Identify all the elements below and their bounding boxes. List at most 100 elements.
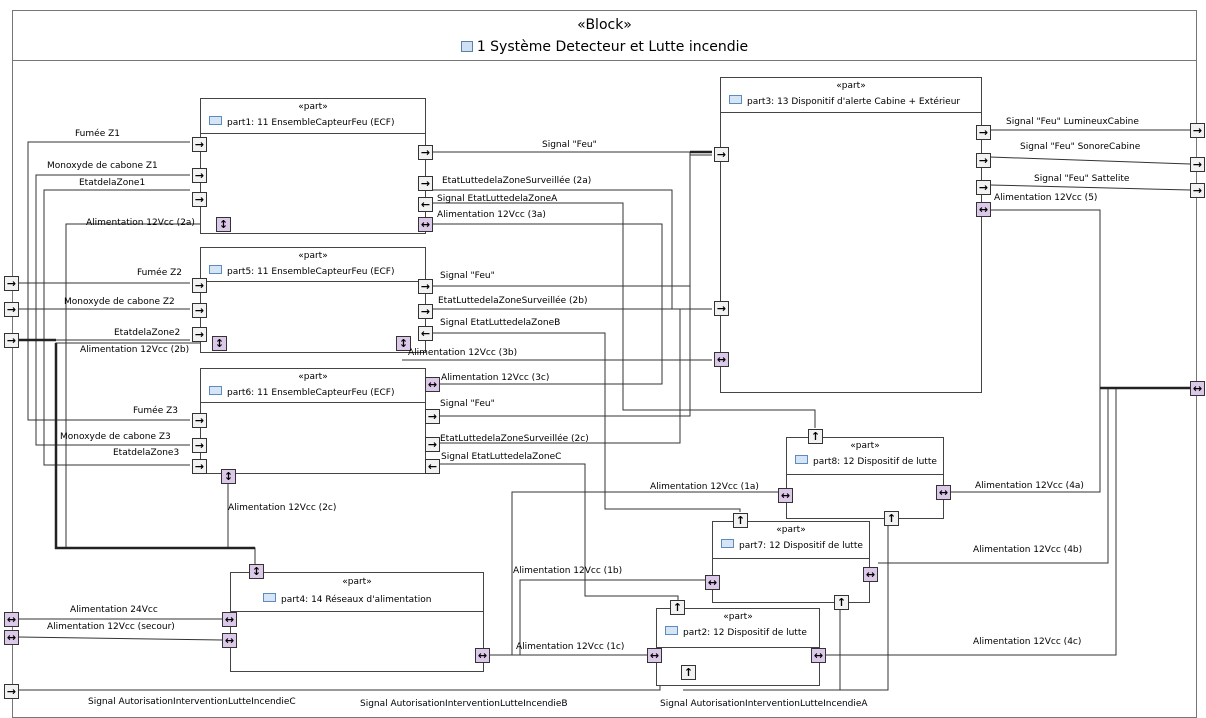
part1-port-alim-3a[interactable]: ↔ xyxy=(418,217,433,232)
part-icon xyxy=(209,386,222,395)
part2-port-auth[interactable]: ↑ xyxy=(681,665,696,680)
port-in-monoxyde-z2[interactable]: → xyxy=(4,302,19,317)
part6-port-monoxyde[interactable]: → xyxy=(192,438,207,453)
label-alim-1c: Alimentation 12Vcc (1c) xyxy=(516,642,625,652)
part-icon xyxy=(665,626,678,635)
block-icon xyxy=(460,41,473,52)
part7-port-auth[interactable]: ↑ xyxy=(834,595,849,610)
part3-port-sat[interactable]: → xyxy=(976,180,991,195)
part6-port-alim[interactable]: ↕ xyxy=(221,469,236,484)
part1-box[interactable]: «part» part1: 11 EnsembleCapteurFeu (ECF… xyxy=(200,98,426,234)
port-out-son[interactable]: → xyxy=(1190,157,1205,172)
part5-port-fumee[interactable]: → xyxy=(192,278,207,293)
part3-name: part3: 13 Disponitif d'alerte Cabine + E… xyxy=(729,95,960,107)
part1-port-etat-lutte[interactable]: → xyxy=(418,176,433,191)
label-alim-2b: Alimentation 12Vcc (2b) xyxy=(80,345,190,355)
part7-port-alim-1b[interactable]: ↔ xyxy=(705,575,720,590)
part2-separator xyxy=(657,647,819,648)
part7-port-signal[interactable]: ↑ xyxy=(733,513,748,528)
part3-port-alim[interactable]: ↔ xyxy=(714,352,729,367)
part3-port-son[interactable]: → xyxy=(976,153,991,168)
part5-port-etat[interactable]: → xyxy=(192,327,207,342)
part5-port-signal-feu[interactable]: → xyxy=(418,279,433,294)
part2-box[interactable]: «part» part2: 12 Dispositif de lutte xyxy=(656,608,820,686)
part4-separator xyxy=(231,611,483,612)
port-in-fumee-z2[interactable]: → xyxy=(4,276,19,291)
port-inout-alim-right[interactable]: ↔ xyxy=(1190,381,1205,396)
part1-port-signal-etat[interactable]: ← xyxy=(418,197,433,212)
port-in-etat-z2[interactable]: → xyxy=(4,333,19,348)
part6-port-alim-3c[interactable]: ↔ xyxy=(425,377,440,392)
part1-port-fumee[interactable]: → xyxy=(192,137,207,152)
label-alim-3b: Alimentation 12Vcc (3b) xyxy=(408,348,518,358)
part2-port-alim-1c[interactable]: ↔ xyxy=(647,648,662,663)
label-monoxyde-z2: Monoxyde de cabone Z2 xyxy=(64,297,175,307)
label-fumee-z3: Fumée Z3 xyxy=(133,406,178,416)
part5-separator xyxy=(201,281,425,282)
part2-port-signal[interactable]: ↑ xyxy=(670,600,685,615)
part6-port-fumee[interactable]: → xyxy=(192,413,207,428)
part8-box[interactable]: «part» part8: 12 Dispositif de lutte xyxy=(786,437,944,519)
port-out-lum[interactable]: → xyxy=(1190,123,1205,138)
part5-stereotype: «part» xyxy=(298,251,328,261)
part5-box[interactable]: «part» part5: 11 EnsembleCapteurFeu (ECF… xyxy=(200,247,426,353)
part4-port-alim-secour[interactable]: ↔ xyxy=(222,633,237,648)
label-sig-auth-b: Signal AutorisationInterventionLutteInce… xyxy=(360,699,568,709)
part6-port-etat[interactable]: → xyxy=(192,459,207,474)
part3-port-etat-lutte[interactable]: → xyxy=(714,301,729,316)
part1-port-monoxyde[interactable]: → xyxy=(192,168,207,183)
label-alim-3c: Alimentation 12Vcc (3c) xyxy=(441,373,550,383)
part2-stereotype: «part» xyxy=(723,612,753,622)
part8-separator xyxy=(787,474,943,475)
port-in-sig-auth[interactable]: → xyxy=(4,684,19,699)
part1-port-signal-feu[interactable]: → xyxy=(418,145,433,160)
label-etat-z3: EtatdelaZone3 xyxy=(113,448,180,458)
part6-port-signal-feu[interactable]: → xyxy=(425,409,440,424)
part5-port-alim[interactable]: ↕ xyxy=(212,336,227,351)
part1-separator xyxy=(201,133,425,134)
wire-alim-5 xyxy=(990,209,1190,389)
part1-port-alim[interactable]: ↕ xyxy=(216,217,231,232)
part6-port-etat-lutte[interactable]: → xyxy=(425,437,440,452)
part7-box[interactable]: «part» part7: 12 Dispositif de lutte xyxy=(712,521,870,603)
port-out-sat[interactable]: → xyxy=(1190,183,1205,198)
part5-name: part5: 11 EnsembleCapteurFeu (ECF) xyxy=(209,265,394,277)
label-alim-4b: Alimentation 12Vcc (4b) xyxy=(973,545,1083,555)
part3-port-lum[interactable]: → xyxy=(976,125,991,140)
label-signal-feu-3: Signal "Feu" xyxy=(440,399,495,409)
label-alim-2a: Alimentation 12Vcc (2a) xyxy=(86,218,195,228)
part4-port-alim-1[interactable]: ↔ xyxy=(475,648,490,663)
part4-name-text: part4: 14 Réseaux d'alimentation xyxy=(281,595,432,605)
part5-port-monoxyde[interactable]: → xyxy=(192,303,207,318)
part7-port-alim-4b[interactable]: ↔ xyxy=(863,567,878,582)
part8-port-alim-4a[interactable]: ↔ xyxy=(936,485,951,500)
part3-port-signal-feu[interactable]: → xyxy=(714,147,729,162)
part5-port-signal-etat[interactable]: ← xyxy=(418,326,433,341)
part1-port-etat[interactable]: → xyxy=(192,192,207,207)
part5-port-etat-lutte[interactable]: → xyxy=(418,304,433,319)
part5-port-alim-3b[interactable]: ↕ xyxy=(396,336,411,351)
wire-alim-4c xyxy=(826,388,1117,656)
part2-port-alim-4c[interactable]: ↔ xyxy=(811,648,826,663)
wire-etat-lutte-2c xyxy=(432,309,681,444)
part4-box[interactable]: «part» part4: 14 Réseaux d'alimentation xyxy=(230,572,484,672)
part8-port-auth[interactable]: ↑ xyxy=(884,511,899,526)
label-alim-1a: Alimentation 12Vcc (1a) xyxy=(650,482,759,492)
label-alim-2c: Alimentation 12Vcc (2c) xyxy=(228,503,337,513)
part8-port-alim-1a[interactable]: ↔ xyxy=(778,488,793,503)
part6-separator xyxy=(201,402,425,403)
part3-box[interactable]: «part» part3: 13 Disponitif d'alerte Cab… xyxy=(720,77,982,393)
wire-alim-4b xyxy=(878,388,1109,564)
part6-port-signal-etat[interactable]: ← xyxy=(425,459,440,474)
wire-etat-z3 xyxy=(43,340,190,466)
part-icon xyxy=(795,455,808,464)
port-inout-alim-24[interactable]: ↔ xyxy=(4,612,19,627)
part4-port-alim-2[interactable]: ↕ xyxy=(249,564,264,579)
part3-port-alim-5[interactable]: ↔ xyxy=(976,202,991,217)
part6-box[interactable]: «part» part6: 11 EnsembleCapteurFeu (ECF… xyxy=(200,368,426,474)
wire-alim-3a xyxy=(432,223,712,361)
part4-port-alim-24[interactable]: ↔ xyxy=(222,612,237,627)
part8-port-signal[interactable]: ↑ xyxy=(808,429,823,444)
port-inout-alim-secour[interactable]: ↔ xyxy=(4,630,19,645)
